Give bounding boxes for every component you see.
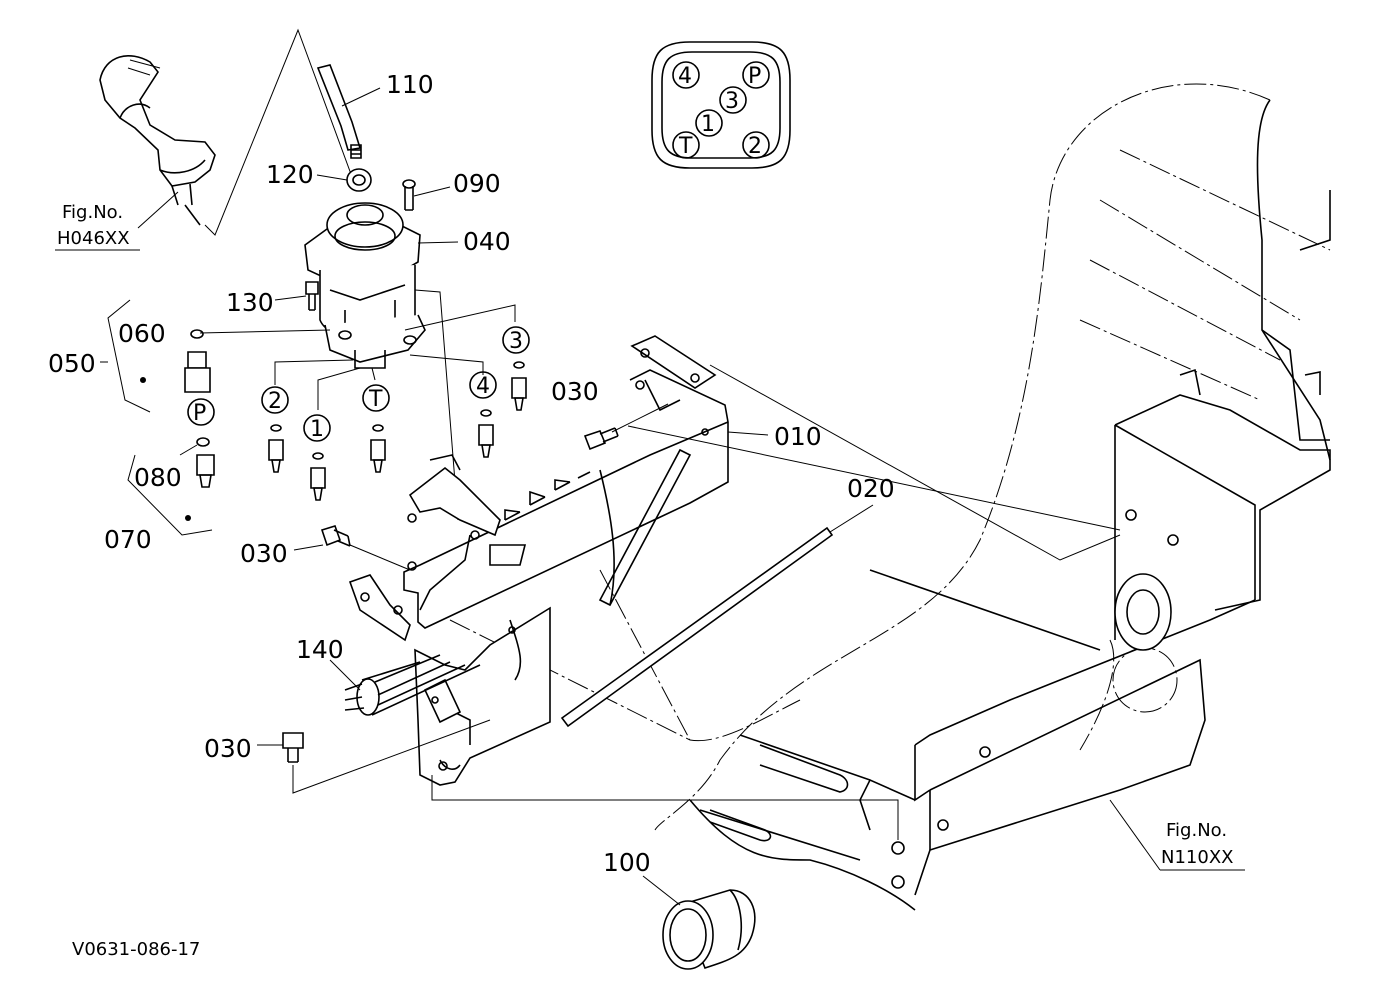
fitting-port-t bbox=[370, 424, 386, 473]
fitting-port-3 bbox=[511, 361, 527, 411]
fig-ref-left-code: H046XX bbox=[57, 228, 130, 249]
leader-030-upper bbox=[611, 403, 1121, 531]
fitting-port-4 bbox=[478, 409, 494, 458]
port-1-marker: 1 bbox=[310, 417, 324, 442]
grommet-100-part bbox=[662, 889, 756, 970]
rod-020-part bbox=[560, 526, 834, 728]
leader-080 bbox=[179, 444, 198, 456]
floor-fig-leader bbox=[1109, 799, 1161, 871]
leader-110 bbox=[341, 87, 381, 107]
label-130: 130 bbox=[226, 288, 274, 317]
label-120: 120 bbox=[266, 160, 314, 189]
bolt-130-part bbox=[305, 281, 319, 311]
fitting-050-part bbox=[184, 351, 211, 393]
hose-140-part bbox=[344, 654, 481, 716]
label-110: 110 bbox=[386, 70, 434, 99]
leader-010 bbox=[727, 431, 769, 436]
label-080: 080 bbox=[134, 463, 182, 492]
dot-050 bbox=[140, 377, 146, 383]
label-030-lower: 030 bbox=[204, 734, 252, 763]
leader-040 bbox=[417, 241, 459, 244]
fig-ref-right-title: Fig.No. bbox=[1166, 820, 1227, 841]
label-070: 070 bbox=[104, 525, 152, 554]
pattern-port-4: 4 bbox=[678, 64, 692, 89]
group-050-bracket bbox=[107, 299, 151, 413]
port-4-marker: 4 bbox=[476, 374, 490, 399]
leader-020 bbox=[829, 504, 874, 533]
pattern-port-1: 1 bbox=[701, 112, 715, 137]
oring-060-part bbox=[190, 329, 204, 339]
label-030-middle: 030 bbox=[240, 539, 288, 568]
bolt-090-part bbox=[402, 179, 416, 211]
leader-port-t bbox=[371, 367, 376, 381]
dot-070 bbox=[185, 515, 191, 521]
fitting-070-part bbox=[196, 454, 215, 488]
fig-ref-right-code: N110XX bbox=[1161, 847, 1233, 868]
leader-floor-line bbox=[709, 364, 1121, 561]
label-040: 040 bbox=[463, 227, 511, 256]
pattern-port-p: P bbox=[748, 64, 761, 89]
label-010: 010 bbox=[774, 422, 822, 451]
fitting-port-2 bbox=[268, 424, 284, 473]
label-050: 050 bbox=[48, 349, 96, 378]
leader-100 bbox=[642, 875, 681, 906]
group-070-bracket bbox=[127, 454, 213, 536]
bracket-010-part bbox=[348, 335, 729, 786]
bolt-030-lower-part bbox=[282, 732, 304, 763]
port-t-marker: T bbox=[368, 387, 383, 412]
leader-port-1 bbox=[317, 367, 361, 410]
leader-130 bbox=[274, 295, 307, 301]
port-p-marker: P bbox=[193, 401, 206, 426]
bolt-030-middle-part bbox=[320, 525, 351, 547]
lever-110-part bbox=[316, 64, 362, 159]
label-140: 140 bbox=[296, 635, 344, 664]
port-2-marker: 2 bbox=[268, 389, 282, 414]
leader-090 bbox=[413, 186, 451, 197]
fitting-port-1 bbox=[310, 452, 326, 501]
leader-030-middle bbox=[293, 544, 324, 551]
leader-port-3 bbox=[404, 304, 516, 331]
leader-030-lower-path bbox=[292, 719, 491, 794]
label-020: 020 bbox=[847, 474, 895, 503]
nut-120-part bbox=[346, 168, 372, 192]
leader-port-060 bbox=[199, 329, 331, 334]
label-100: 100 bbox=[603, 848, 651, 877]
pilot-valve-040-part bbox=[304, 202, 426, 369]
label-090: 090 bbox=[453, 169, 501, 198]
leader-port-4 bbox=[409, 354, 484, 375]
leader-valve-bracket bbox=[414, 289, 459, 521]
leader-140 bbox=[329, 659, 361, 691]
port-pattern-view: 4 P 3 1 T 2 bbox=[651, 41, 791, 169]
floor-frame-reference bbox=[449, 83, 1331, 911]
bolt-030-upper-part bbox=[583, 427, 619, 451]
oring-080-part bbox=[196, 437, 210, 447]
joystick-grip-reference bbox=[99, 54, 216, 226]
leader-120 bbox=[316, 174, 348, 181]
fig-ref-left-title: Fig.No. bbox=[62, 202, 123, 223]
pattern-port-3: 3 bbox=[725, 89, 739, 114]
label-030-upper: 030 bbox=[551, 377, 599, 406]
drawing-code: V0631-086-17 bbox=[72, 939, 200, 960]
label-060: 060 bbox=[118, 319, 166, 348]
leader-port-2 bbox=[274, 359, 354, 385]
leader-030-middle-path bbox=[349, 544, 411, 571]
leader-mount-line bbox=[431, 775, 899, 840]
pattern-port-2: 2 bbox=[748, 134, 762, 159]
grip-fig-leader bbox=[137, 191, 179, 229]
pattern-port-t: T bbox=[678, 134, 693, 159]
port-3-marker: 3 bbox=[509, 329, 523, 354]
grip-fig-bracket bbox=[204, 28, 356, 236]
